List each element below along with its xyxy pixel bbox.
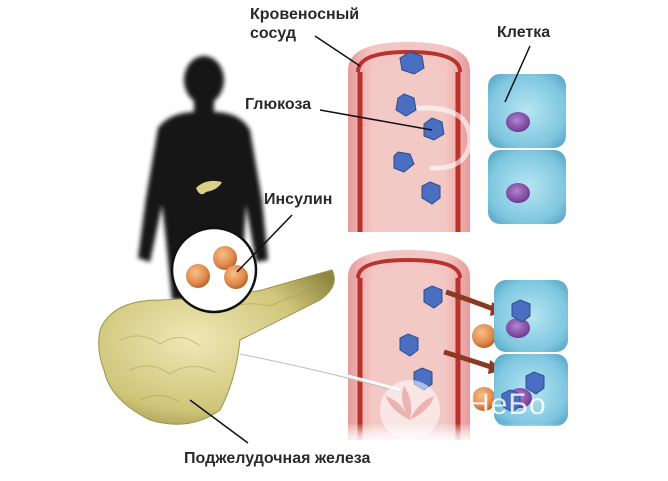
insulin-molecule [472, 324, 496, 348]
pancreas-label: Поджелудочная железа [184, 450, 371, 467]
cells-bottom [494, 280, 568, 426]
cells-top [488, 74, 566, 224]
blood-vessel-label-line2: сосуд [250, 25, 297, 42]
blood-vessel-label: Кровеносный сосуд [250, 5, 359, 43]
insulin-label: Инсулин [264, 191, 333, 208]
insulin-magnifier [170, 226, 258, 314]
glucose-pointer [319, 109, 433, 131]
blood-vessel-label-line1: Кровеносный [250, 6, 360, 23]
cell-pointer [504, 45, 531, 103]
watermark-text: НеБо [468, 388, 547, 421]
glucose-molecules-top [393, 51, 445, 205]
insulin-molecule [472, 387, 496, 411]
pancreas-in-body-icon [196, 180, 222, 195]
insulin-pointer [236, 214, 293, 273]
pancreas-pointer [189, 399, 249, 444]
vessel-pointer [314, 35, 361, 67]
cell-label: Клетка [497, 24, 551, 41]
glucose-label: Глюкоза [245, 96, 312, 113]
watermark-logo-icon [380, 380, 440, 440]
